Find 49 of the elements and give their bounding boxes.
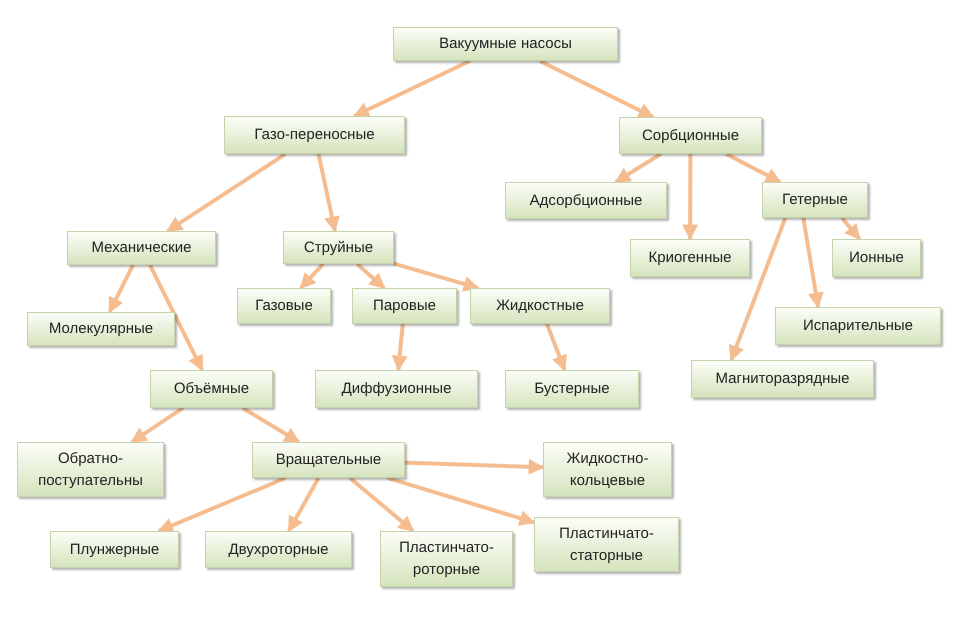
arrow — [157, 476, 286, 533]
category-box: Механические — [67, 231, 216, 265]
category-box: Жидкостные — [470, 288, 610, 324]
category-box: Жидкостно- кольцевые — [543, 442, 672, 497]
category-box: Сорбционные — [619, 117, 762, 154]
category-box: Газо-переносные — [224, 116, 405, 154]
arrow — [316, 154, 340, 233]
arrow — [299, 262, 325, 290]
arrow — [387, 476, 536, 526]
arrow — [538, 59, 655, 119]
category-box: Газовые — [237, 288, 331, 324]
arrow — [108, 264, 135, 314]
arrow — [166, 152, 286, 233]
category-box: Молекулярные — [27, 312, 175, 346]
arrow — [352, 59, 471, 118]
category-box: Пластинчато- роторные — [380, 531, 513, 587]
arrow — [356, 262, 386, 290]
category-box: Бустерные — [505, 370, 639, 408]
category-box: Обратно- поступательны — [17, 442, 164, 497]
category-box: Испарительные — [775, 307, 941, 345]
category-box: Гетерные — [762, 182, 868, 218]
category-box: Ионные — [832, 239, 921, 277]
arrow — [545, 323, 567, 372]
category-box: Диффузионные — [315, 370, 478, 408]
arrow — [728, 217, 788, 362]
arrow — [840, 216, 862, 240]
arrow — [682, 154, 698, 241]
arrow — [242, 406, 300, 444]
arrow — [392, 324, 408, 372]
arrow — [614, 152, 662, 184]
category-box: Плунжерные — [50, 531, 179, 568]
arrow — [148, 264, 204, 372]
arrow — [801, 218, 824, 309]
category-box: Объёмные — [150, 370, 273, 408]
category-box: Двухроторные — [205, 531, 352, 568]
category-box: Адсорбционные — [505, 182, 667, 219]
arrow — [725, 152, 782, 184]
category-box: Струйные — [283, 231, 394, 264]
category-box: Криогенные — [630, 239, 750, 277]
category-box: Паровые — [352, 288, 457, 324]
category-box: Вакуумные насосы — [393, 27, 618, 61]
category-box: Пластинчато- статорные — [534, 517, 679, 572]
arrow — [130, 406, 184, 444]
arrow — [404, 458, 545, 475]
category-box: Вращательные — [252, 442, 405, 478]
category-box: Магниторазрядные — [691, 360, 874, 398]
arrow — [287, 477, 320, 532]
arrow — [348, 476, 414, 533]
arrow — [393, 262, 480, 292]
